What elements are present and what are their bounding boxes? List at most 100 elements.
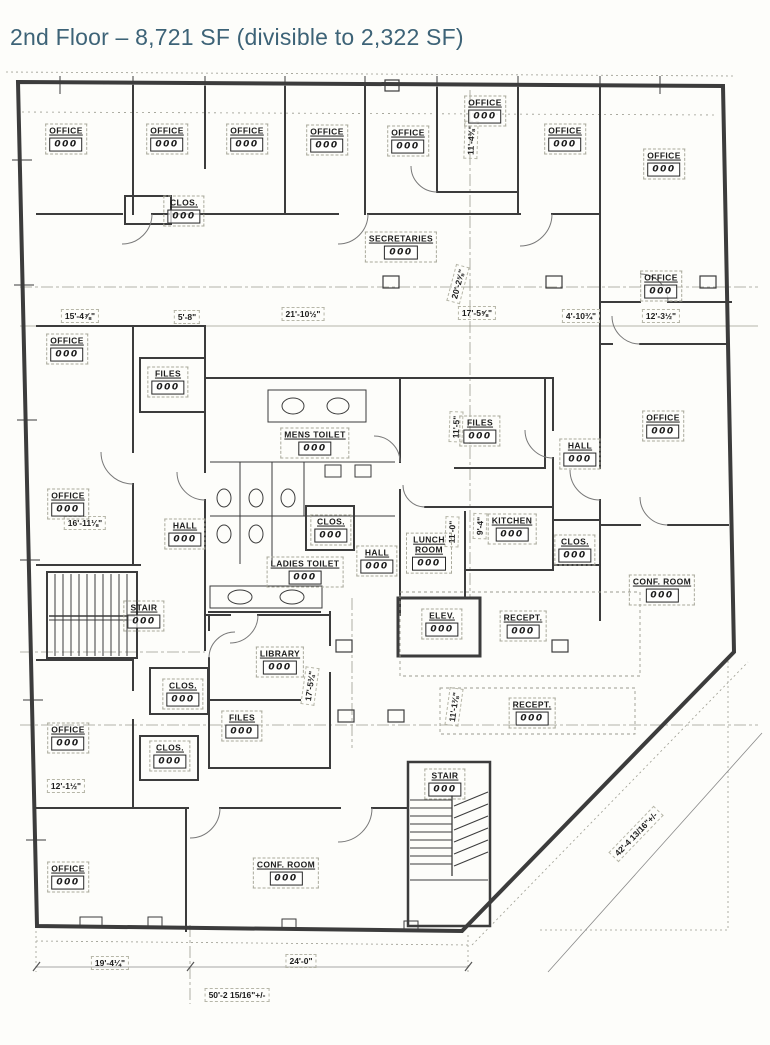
room-number: 000 <box>558 548 592 563</box>
room-name: FILES <box>154 368 182 379</box>
room-label-clos-17: CLOS.000 <box>310 514 352 546</box>
dimension-label-4: 4'-10¾" <box>561 309 601 323</box>
room-number: 000 <box>506 624 540 639</box>
room-name: OFFICE <box>646 412 680 423</box>
reception-zone-outlines <box>399 591 641 735</box>
room-number: 000 <box>269 871 303 886</box>
dimension-label-17: 50'-2 15/16"+/- <box>204 988 270 1002</box>
room-label-recept-29: RECEPT.000 <box>508 697 556 729</box>
room-name: SECRETARIES <box>368 233 434 244</box>
room-name: LADIES TOILET <box>270 558 340 569</box>
room-number: 000 <box>425 622 459 637</box>
room-name: OFFICE <box>150 125 184 136</box>
room-number: 000 <box>391 139 425 154</box>
room-name: OFFICE <box>644 272 678 283</box>
dimension-label-14: 12'-1½" <box>46 779 86 793</box>
dimension-label-15: 19'-4¼" <box>90 956 130 970</box>
room-name: OFFICE <box>647 150 681 161</box>
room-number: 000 <box>167 209 201 224</box>
room-name: OFFICE <box>49 125 83 136</box>
room-number: 000 <box>225 724 259 739</box>
interior-walls <box>36 85 732 932</box>
room-number: 000 <box>168 532 202 547</box>
room-name: OFFICE <box>391 127 425 138</box>
room-name: HALL <box>364 547 390 558</box>
room-name: MENS TOILET <box>284 429 346 440</box>
room-label-clos-8: CLOS.000 <box>163 195 205 227</box>
dimension-label-0: 15'-4⅞" <box>60 309 100 323</box>
room-label-elev-27: ELEV.000 <box>421 608 463 640</box>
room-number: 000 <box>428 782 462 797</box>
toilet-fixtures <box>209 389 395 609</box>
room-name: KITCHEN <box>491 515 533 526</box>
room-number: 000 <box>468 109 502 124</box>
room-name: HALL <box>567 440 593 451</box>
room-name: CLOS. <box>170 197 198 208</box>
room-number: 000 <box>151 380 185 395</box>
room-number: 000 <box>230 137 264 152</box>
room-name: RECEPT. <box>512 699 552 710</box>
room-number: 000 <box>384 245 418 260</box>
room-name: OFFICE <box>230 125 264 136</box>
dimension-label-16: 24'-0" <box>285 954 317 968</box>
room-number: 000 <box>644 284 678 299</box>
room-number: 000 <box>288 570 322 585</box>
room-name: CONF. ROOM <box>256 859 316 870</box>
dimension-label-6: 11'-4⅜" <box>463 120 479 160</box>
room-number: 000 <box>463 429 497 444</box>
room-number: 000 <box>153 754 187 769</box>
room-name: CLOS. <box>561 536 589 547</box>
room-name: LUNCH ROOM <box>413 534 445 555</box>
room-number: 000 <box>150 137 184 152</box>
room-name: OFFICE <box>310 126 344 137</box>
room-name: STAIR <box>431 770 459 781</box>
room-number: 000 <box>51 736 85 751</box>
room-name: FILES <box>466 417 494 428</box>
room-label-clos-31: CLOS.000 <box>162 678 204 710</box>
dimension-label-9: 16'-11⅛" <box>63 516 107 530</box>
room-name: OFFICE <box>468 97 502 108</box>
room-number: 000 <box>495 527 529 542</box>
room-number: 000 <box>548 137 582 152</box>
room-name: CLOS. <box>317 516 345 527</box>
page-title: 2nd Floor – 8,721 SF (divisible to 2,322… <box>10 24 464 50</box>
wall-ticks <box>12 76 661 932</box>
dimension-label-1: 5'-8" <box>173 310 201 324</box>
room-number: 000 <box>298 441 332 456</box>
room-label-recept-28: RECEPT.000 <box>499 610 547 642</box>
room-name: RECEPT. <box>503 612 543 623</box>
stair-treads <box>46 571 489 881</box>
room-name: HALL <box>172 520 198 531</box>
room-number: 000 <box>51 502 85 517</box>
room-name: FILES <box>228 712 256 723</box>
door-swings <box>100 165 669 843</box>
reference-lines <box>5 71 763 1004</box>
room-number: 000 <box>645 588 679 603</box>
outer-walls <box>15 79 737 934</box>
room-name: ELEV. <box>429 610 455 621</box>
room-number: 000 <box>263 660 297 675</box>
room-name: CLOS. <box>169 680 197 691</box>
dimension-label-5: 12'-3½" <box>641 309 681 323</box>
room-name: OFFICE <box>51 863 85 874</box>
room-name: CLOS. <box>156 742 184 753</box>
